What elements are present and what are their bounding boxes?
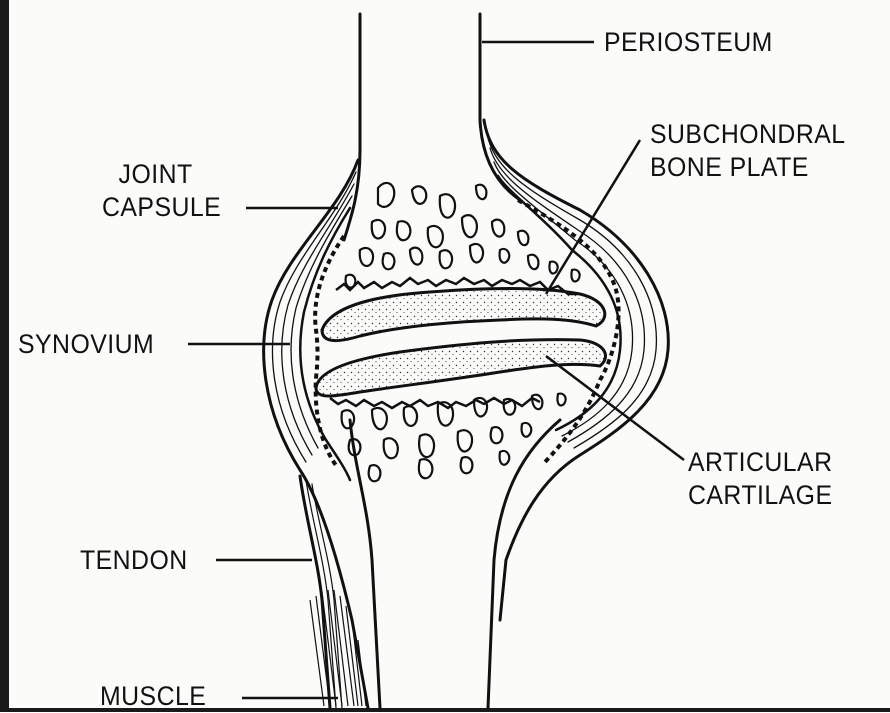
tendon-label-line: TENDON: [80, 544, 188, 577]
upper-articular-cartilage: [322, 289, 605, 341]
joint-capsule-label: JOINT CAPSULE: [102, 158, 221, 224]
subchondral-bone-plate-label: SUBCHONDRAL BONE PLATE: [650, 118, 846, 184]
subchondral-label-line-1: SUBCHONDRAL: [650, 118, 846, 151]
periosteum-label: PERIOSTEUM: [604, 26, 773, 59]
tendon-label: TENDON: [80, 544, 188, 577]
lower-bone: [350, 420, 560, 708]
muscle-label: MUSCLE: [100, 680, 206, 713]
joint-capsule-label-line-1: JOINT: [102, 158, 221, 191]
synovium-label: SYNOVIUM: [18, 328, 154, 361]
lower-bone-left-edge: [350, 420, 380, 708]
articular-label-line-1: ARTICULAR: [688, 446, 832, 479]
muscle-label-line: MUSCLE: [100, 680, 206, 713]
subchondral-label-line-2: BONE PLATE: [650, 151, 846, 184]
joint-capsule-label-line-2: CAPSULE: [102, 191, 221, 224]
articular-label-line-2: CARTILAGE: [688, 479, 832, 512]
articular-cartilage-label: ARTICULAR CARTILAGE: [688, 446, 832, 512]
periosteum-label-line: PERIOSTEUM: [604, 26, 773, 59]
lower-bone-right-edge: [488, 420, 560, 708]
synovium-label-line: SYNOVIUM: [18, 328, 154, 361]
upper-bone: [344, 14, 520, 240]
